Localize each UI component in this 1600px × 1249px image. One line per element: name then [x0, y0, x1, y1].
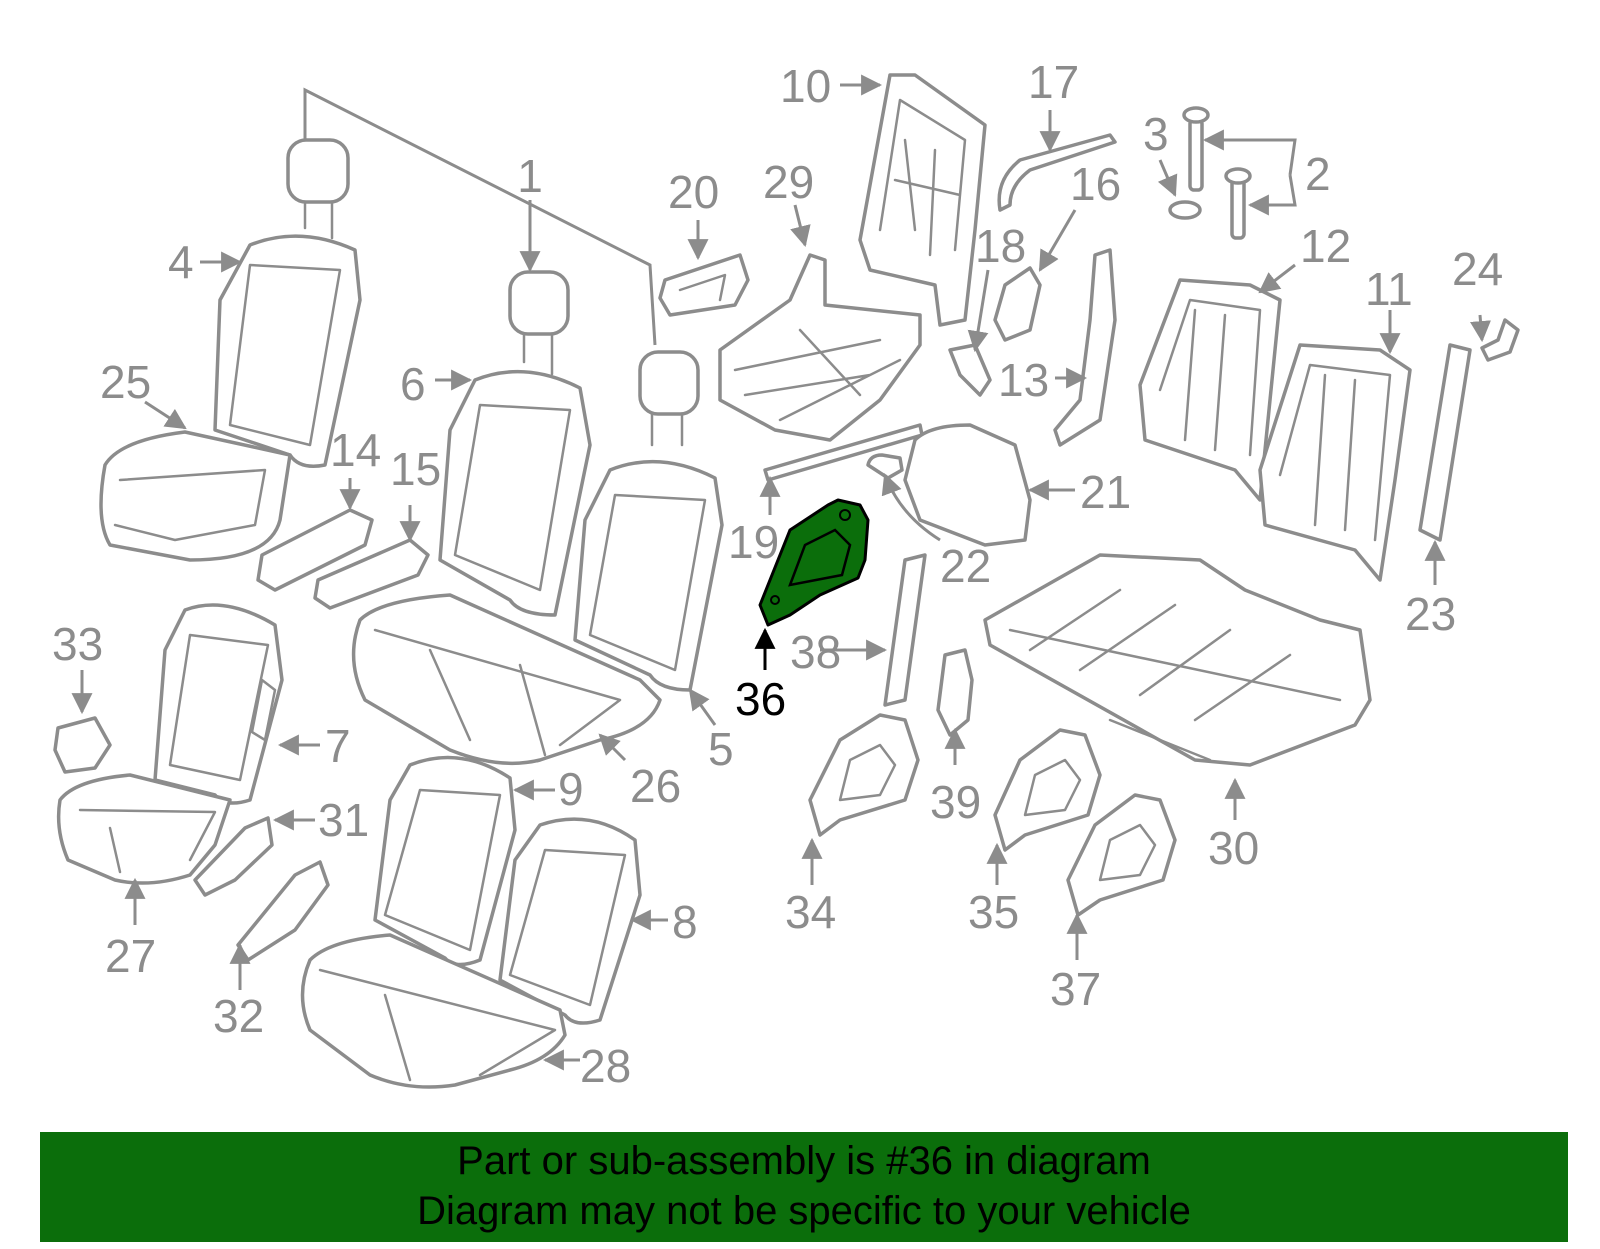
callout-31: 31 [318, 794, 369, 846]
info-banner: Part or sub-assembly is #36 in diagram D… [40, 1132, 1568, 1242]
part-panel-21 [903, 423, 1032, 547]
part-front-seat-left [99, 138, 362, 562]
callout-20: 20 [668, 166, 719, 218]
part-strip-23 [1418, 343, 1472, 542]
part-clip-22 [866, 453, 904, 480]
callout-21: 21 [1080, 466, 1131, 518]
callout-14: 14 [330, 424, 381, 476]
callout-9: 9 [558, 763, 584, 815]
callout-4: 4 [168, 236, 194, 288]
part-rear-seat-left [53, 603, 330, 962]
callout-18: 18 [975, 220, 1026, 272]
callout-32: 32 [213, 990, 264, 1042]
callout-25: 25 [100, 356, 151, 408]
callout-39: 39 [930, 776, 981, 828]
banner-line-part: Part or sub-assembly is #36 in diagram [457, 1139, 1151, 1183]
callout-7: 7 [325, 720, 351, 772]
banner-line-disclaimer: Diagram may not be specific to your vehi… [417, 1189, 1191, 1233]
callout-12: 12 [1300, 220, 1351, 272]
callout-2: 2 [1305, 148, 1331, 200]
part-seat-cushion-frame-30 [983, 553, 1372, 767]
part-bolts-2-3 [1168, 106, 1252, 240]
part-bracket-37 [1066, 793, 1177, 917]
callout-29: 29 [763, 156, 814, 208]
part-seat-frame-29 [718, 253, 922, 442]
callout-15: 15 [390, 443, 441, 495]
callout-11: 11 [1365, 263, 1413, 315]
part-rear-bench-front [351, 270, 724, 766]
part-seatback-12 [1138, 278, 1282, 502]
callout-10: 10 [780, 60, 831, 112]
part-bracket-35 [993, 728, 1102, 852]
part-pin-24 [1480, 318, 1520, 362]
part-rear-bench-lower [300, 755, 642, 1089]
callout-17: 17 [1028, 56, 1079, 108]
callout-27: 27 [105, 930, 156, 982]
callout-22: 22 [940, 540, 991, 592]
callout-24: 24 [1452, 243, 1503, 295]
callout-28: 28 [580, 1040, 631, 1092]
callout-30: 30 [1208, 822, 1259, 874]
callout-19: 19 [728, 516, 779, 568]
callout-26: 26 [630, 760, 681, 812]
headrest-group-leader [303, 87, 657, 346]
callout-8: 8 [672, 896, 698, 948]
callout-3: 3 [1143, 108, 1169, 160]
callout-16: 16 [1070, 158, 1121, 210]
part-seatback-11 [1258, 343, 1412, 582]
callout-34: 34 [785, 886, 836, 938]
part-strip-38 [883, 553, 927, 707]
part-bracket-13 [1053, 248, 1117, 447]
callout-37: 37 [1050, 963, 1101, 1015]
callout-labels: 1 2 3 4 5 6 7 8 9 10 11 12 13 14 15 16 1… [52, 56, 1503, 1092]
part-plate-20 [658, 253, 750, 317]
callout-23: 23 [1405, 588, 1456, 640]
callout-35: 35 [968, 886, 1019, 938]
callout-1: 1 [517, 150, 543, 202]
part-bracket-18 [948, 343, 992, 397]
part-36-highlighted-bracket [758, 498, 870, 627]
callout-36: 36 [735, 673, 786, 725]
part-seatback-frame-10 [858, 73, 987, 327]
leader-arrows [71, 74, 1491, 1071]
callout-13: 13 [998, 354, 1049, 406]
callout-33: 33 [52, 618, 103, 670]
part-bracket-34 [808, 713, 920, 837]
callout-5: 5 [708, 723, 734, 775]
callout-6: 6 [400, 358, 426, 410]
seat-parts-diagram: 1 2 3 4 5 6 7 8 9 10 11 12 13 14 15 16 1… [52, 56, 1520, 1092]
part-cover-16 [993, 266, 1042, 342]
part-bracket-39 [936, 648, 974, 737]
callout-38: 38 [790, 626, 841, 678]
